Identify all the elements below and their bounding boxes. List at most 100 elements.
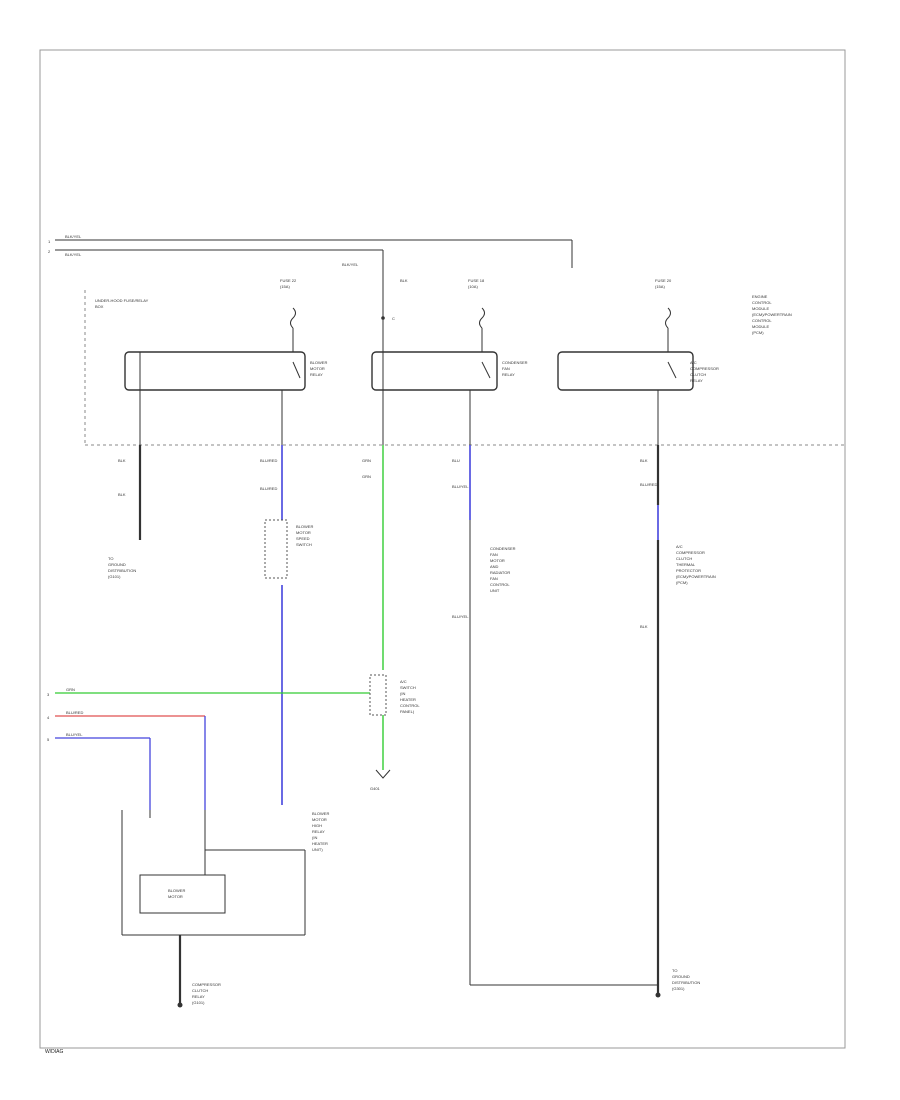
svg-text:GROUND: GROUND <box>672 974 690 979</box>
svg-text:(ECM)/POWERTRAIN: (ECM)/POWERTRAIN <box>676 574 716 579</box>
svg-text:BLK: BLK <box>400 278 408 283</box>
wire-green-center: GRN GRN <box>362 445 384 670</box>
svg-text:THERMAL: THERMAL <box>676 562 696 567</box>
svg-text:TO: TO <box>672 968 677 973</box>
under-hood-fuse-relay-box: UNDER-HOOD FUSE/RELAY BOX <box>84 290 845 446</box>
svg-text:A/C: A/C <box>676 544 683 549</box>
feed-4-wire: BLU/RED <box>66 710 83 715</box>
svg-text:FAN: FAN <box>490 576 498 581</box>
svg-text:UNIT): UNIT) <box>312 847 323 852</box>
svg-text:BLOWER: BLOWER <box>310 360 327 365</box>
svg-text:FUSE 22: FUSE 22 <box>280 278 297 283</box>
svg-text:(G301): (G301) <box>672 986 685 991</box>
svg-text:GRN: GRN <box>362 474 371 479</box>
ac-compressor-clutch-relay: A/C COMPRESSOR CLUTCH RELAY <box>557 328 719 391</box>
svg-text:RELAY: RELAY <box>312 829 325 834</box>
svg-text:CONTROL: CONTROL <box>400 703 420 708</box>
bottom-right-ground: TO GROUND DISTRIBUTION (G301) <box>655 968 700 998</box>
feed-3-tag: 3 <box>47 692 50 697</box>
fuse-20: FUSE 20 (15A) <box>655 278 672 329</box>
feed-5-wire: BLU/YEL <box>66 732 83 737</box>
svg-text:BLU/YEL: BLU/YEL <box>452 614 469 619</box>
svg-text:BLOWER: BLOWER <box>312 811 329 816</box>
svg-text:CLUTCH: CLUTCH <box>690 372 706 377</box>
svg-text:BLK: BLK <box>118 458 126 463</box>
feed-wire-1: BLK/YEL <box>65 234 82 239</box>
svg-text:SWITCH: SWITCH <box>296 542 312 547</box>
svg-text:MODULE: MODULE <box>752 306 769 311</box>
svg-text:BLK/YEL: BLK/YEL <box>342 262 359 267</box>
svg-text:COMPRESSOR: COMPRESSOR <box>676 550 705 555</box>
feed-3-wire: GRN <box>66 687 75 692</box>
svg-text:DISTRIBUTION: DISTRIBUTION <box>108 568 136 573</box>
svg-text:MOTOR: MOTOR <box>312 817 327 822</box>
svg-text:(PCM): (PCM) <box>752 330 764 335</box>
svg-text:BLU/YEL: BLU/YEL <box>452 484 469 489</box>
svg-text:BLK: BLK <box>118 492 126 497</box>
feed-tag-1: 1 <box>48 239 51 244</box>
compressor-clutch-relay-ground: COMPRESSOR CLUTCH RELAY (G101) <box>177 935 221 1008</box>
main-unit-label-0: UNDER-HOOD FUSE/RELAY <box>95 298 149 303</box>
svg-text:HEATER: HEATER <box>400 697 416 702</box>
svg-text:FUSE 18: FUSE 18 <box>468 278 485 283</box>
svg-text:CLUTCH: CLUTCH <box>676 556 692 561</box>
blower-motor-high-relay: BLOWER MOTOR HIGH RELAY (IN HEATER UNIT) <box>121 810 329 936</box>
wire-blower-switch: BLU/RED BLU/RED BLOWER MOTOR SPEED SWITC… <box>260 390 313 805</box>
svg-text:BLU/RED: BLU/RED <box>260 486 277 491</box>
fuse-22: FUSE 22 (15A) <box>280 278 297 329</box>
blower-motor-relay: BLOWER MOTOR RELAY <box>124 328 327 391</box>
wire-condenser-fan: BLU BLU/YEL BLU/YEL CONDENSER FAN MOTOR … <box>452 390 658 986</box>
svg-text:HEATER: HEATER <box>312 841 328 846</box>
svg-text:BLOWER: BLOWER <box>168 888 185 893</box>
svg-text:MODULE: MODULE <box>752 324 769 329</box>
svg-text:RELAY: RELAY <box>192 994 205 999</box>
svg-text:COMPRESSOR: COMPRESSOR <box>690 366 719 371</box>
svg-text:(G101): (G101) <box>108 574 121 579</box>
svg-text:(10A): (10A) <box>468 284 478 289</box>
fuse-18: FUSE 18 (10A) <box>468 278 485 329</box>
svg-text:FAN: FAN <box>490 552 498 557</box>
svg-text:BLU: BLU <box>452 458 460 463</box>
svg-text:(IN: (IN <box>400 691 405 696</box>
svg-text:FAN: FAN <box>502 366 510 371</box>
svg-text:BLK: BLK <box>640 624 648 629</box>
svg-text:MOTOR: MOTOR <box>168 894 183 899</box>
svg-text:RELAY: RELAY <box>310 372 323 377</box>
condenser-fan-relay: CONDENSER FAN RELAY <box>371 328 528 391</box>
blower-motor-speed-switch <box>264 519 288 579</box>
svg-text:GROUND: GROUND <box>108 562 126 567</box>
wire-blk-ground: BLK BLK TO GROUND DISTRIBUTION (G101) <box>108 390 142 579</box>
svg-text:TO: TO <box>108 556 113 561</box>
svg-text:(PCM): (PCM) <box>676 580 688 585</box>
svg-text:FUSE 20: FUSE 20 <box>655 278 672 283</box>
svg-text:MOTOR: MOTOR <box>490 558 505 563</box>
svg-text:SWITCH: SWITCH <box>400 685 416 690</box>
svg-text:MOTOR: MOTOR <box>296 530 311 535</box>
svg-text:A/C: A/C <box>400 679 407 684</box>
feed-wire-2: BLK/YEL <box>65 252 82 257</box>
svg-text:CONTROL: CONTROL <box>752 300 772 305</box>
svg-text:BLOWER: BLOWER <box>296 524 313 529</box>
main-unit-label-1: BOX <box>95 304 104 309</box>
svg-text:CONDENSER: CONDENSER <box>502 360 528 365</box>
svg-text:(G101): (G101) <box>192 1000 205 1005</box>
svg-text:CLUTCH: CLUTCH <box>192 988 208 993</box>
svg-text:(ECM)/POWERTRAIN: (ECM)/POWERTRAIN <box>752 312 792 317</box>
svg-text:BLU/RED: BLU/RED <box>640 482 657 487</box>
center-branch: BLK/YEL BLK C <box>342 262 408 445</box>
ac-switch: A/C SWITCH (IN HEATER CONTROL PANEL) G40… <box>369 674 420 791</box>
svg-text:UNIT: UNIT <box>490 588 500 593</box>
svg-text:BLU/RED: BLU/RED <box>260 458 277 463</box>
svg-text:AND: AND <box>490 564 499 569</box>
ground-g401: G401 <box>370 786 381 791</box>
left-feeds: 3 GRN 4 BLU/RED 5 BLU/YEL <box>47 687 370 810</box>
svg-text:CONTROL: CONTROL <box>490 582 510 587</box>
svg-text:ENGINE: ENGINE <box>752 294 768 299</box>
svg-text:(15A): (15A) <box>280 284 290 289</box>
wire-ac-clutch: BLK BLU/RED BLK A/C COMPRESSOR CLUTCH TH… <box>640 390 716 995</box>
blower-motor-box: BLOWER MOTOR <box>139 874 226 914</box>
top-feed: 1 2 BLK/YEL BLK/YEL <box>48 234 573 268</box>
svg-text:SPEED: SPEED <box>296 536 310 541</box>
svg-text:CONDENSER: CONDENSER <box>490 546 516 551</box>
